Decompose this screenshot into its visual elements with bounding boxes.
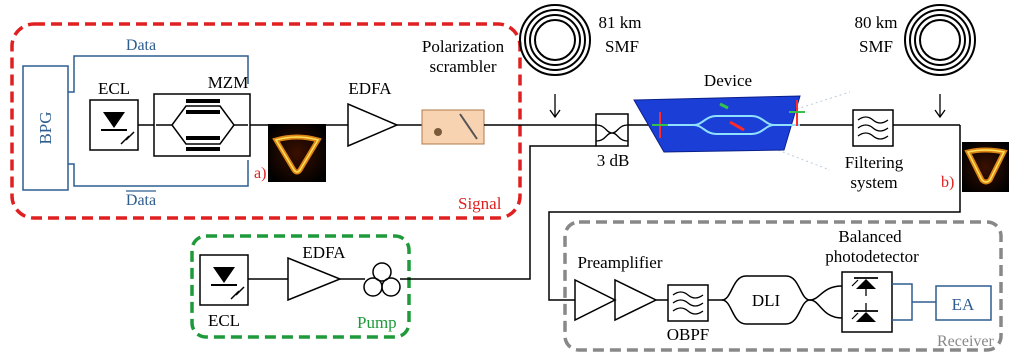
- dli-label: DLI: [752, 291, 781, 310]
- preamp-label: Preamplifier: [578, 253, 663, 272]
- signal-edfa: EDFA: [347, 79, 399, 148]
- bpd-to-ea: [892, 283, 913, 321]
- pump-ecl-label: ECL: [208, 311, 240, 330]
- device-chip: Device: [633, 71, 851, 171]
- coupler-label: 3 dB: [597, 151, 630, 170]
- pump-polarization-controller: [363, 262, 401, 297]
- eye-a-label: a): [254, 165, 266, 182]
- pump-section-box: [190, 234, 411, 339]
- mzm-block: MZM: [153, 73, 251, 157]
- filter-label-2: system: [850, 173, 897, 192]
- pump-section-label: Pump: [357, 313, 397, 332]
- eye-diagram-a: a): [254, 124, 326, 182]
- obpf-label: OBPF: [667, 325, 710, 344]
- signal-section-label: Signal: [458, 194, 502, 213]
- polarization-scrambler: Polarization scrambler: [421, 37, 505, 145]
- bpg-label: BPG: [36, 111, 55, 144]
- bpg-block: BPG: [22, 65, 69, 191]
- device-label: Device: [704, 71, 752, 90]
- dli-to-bpd-bottom: [809, 299, 843, 319]
- mzm-label: MZM: [208, 73, 249, 92]
- preamplifier: Preamplifier: [574, 253, 663, 322]
- smf-spool-2: 80 km SMF: [855, 4, 976, 119]
- signal-ecl-label: ECL: [98, 79, 130, 98]
- filtering-system: Filtering system: [845, 109, 904, 192]
- receiver-section-box: [563, 220, 1003, 352]
- pump-edfa-label: EDFA: [302, 243, 346, 262]
- smf1-type: SMF: [605, 37, 639, 56]
- pump-edfa: EDFA: [287, 243, 346, 302]
- smf2-type: SMF: [859, 37, 893, 56]
- smf-spool-1: 81 km SMF: [519, 4, 642, 119]
- data-line-bottom: [68, 160, 249, 187]
- dli-to-bpd-top: [809, 285, 843, 301]
- eye-b-label: b): [941, 174, 954, 191]
- electrical-analyzer: EA: [935, 285, 992, 321]
- obpf: OBPF: [667, 284, 710, 344]
- pump-ecl: ECL: [199, 254, 249, 330]
- ea-label: EA: [952, 295, 975, 314]
- smf2-length: 80 km: [855, 13, 898, 32]
- receiver-section-label: Receiver: [937, 333, 995, 350]
- balanced-photodetector: Balanced photodetector: [825, 227, 919, 333]
- signal-ecl: ECL: [89, 79, 139, 151]
- scrambler-label-1: Polarization: [422, 37, 505, 56]
- pump-to-coupler: [400, 145, 596, 280]
- link-to-receiver: [548, 125, 961, 301]
- data-line-top: [68, 55, 249, 93]
- coupler-3db: 3 dB: [595, 113, 630, 170]
- scrambler-label-2: scrambler: [429, 57, 496, 76]
- bpd-label-1: Balanced: [838, 227, 902, 246]
- eye-diagram-b: b): [941, 142, 1009, 192]
- smf1-length: 81 km: [599, 13, 642, 32]
- signal-section-box: [10, 22, 522, 220]
- dli: DLI: [721, 275, 811, 325]
- data-top-label: Data: [126, 37, 156, 54]
- signal-edfa-label: EDFA: [348, 79, 392, 98]
- data-bottom-label: Data: [126, 192, 156, 209]
- filter-label-1: Filtering: [845, 153, 904, 172]
- bpd-label-2: photodetector: [825, 247, 919, 266]
